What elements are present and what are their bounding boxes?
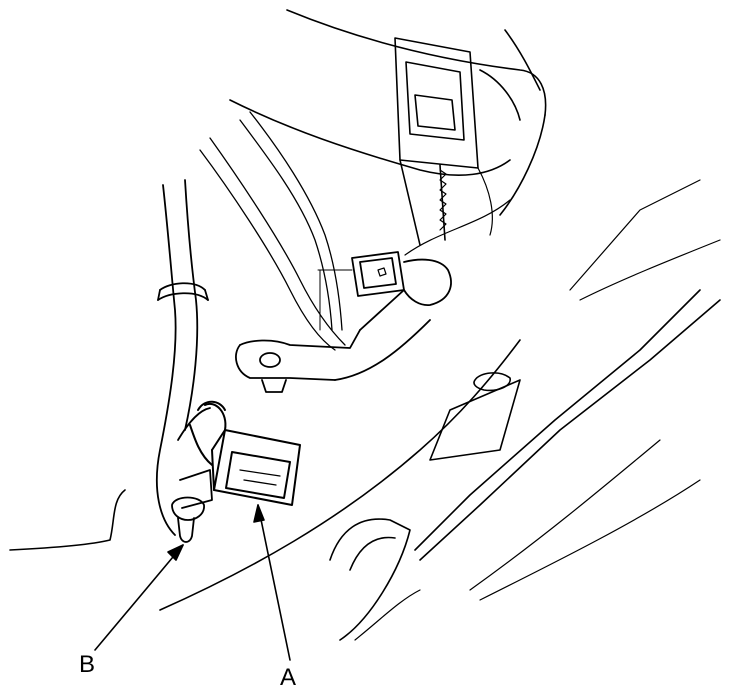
callout-label-a: A xyxy=(280,664,297,691)
mounting-bracket xyxy=(235,289,431,393)
callout-label-b: B xyxy=(79,651,96,678)
leader-lines xyxy=(94,504,291,661)
harness-clip-b xyxy=(171,469,213,543)
seat-belt-anchor xyxy=(229,9,547,236)
panel-edges xyxy=(199,111,353,351)
floor-sill xyxy=(9,179,721,641)
belt-strap xyxy=(399,159,447,246)
upper-connector xyxy=(351,199,511,306)
wire-harness xyxy=(155,179,211,536)
connector-a xyxy=(189,400,301,506)
